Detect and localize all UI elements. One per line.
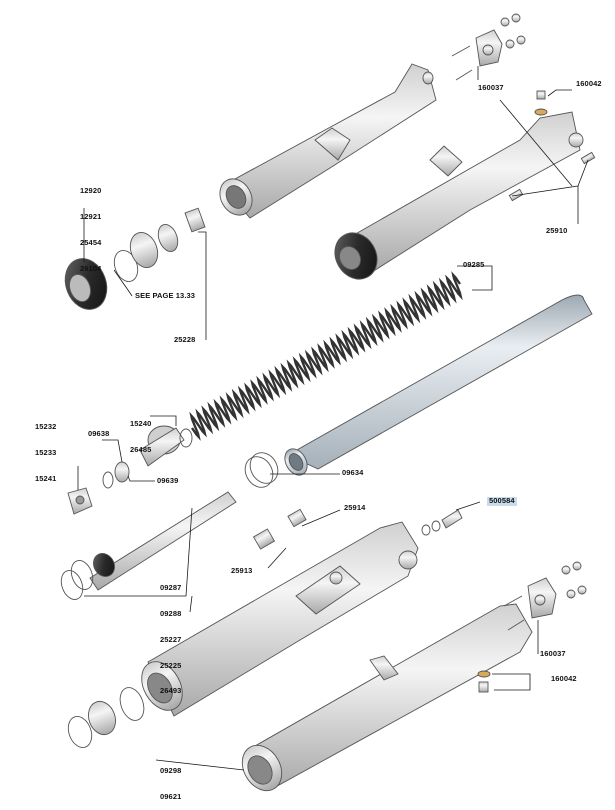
label-damper-group: 15240 26485 <box>130 419 152 454</box>
damper-rod <box>60 491 237 600</box>
fork-spring <box>189 271 463 441</box>
label-25910: 25910 <box>546 226 568 235</box>
label-lower-group: 09298 09621 <box>160 766 182 801</box>
label-09285: 09285 <box>463 260 485 269</box>
label-25228: 25228 <box>174 335 196 344</box>
label-see-page: SEE PAGE 13.33 <box>135 291 196 300</box>
label-rod-group: 09287 09288 25227 25225 26493 <box>160 583 182 696</box>
label-09638: 09638 <box>88 429 110 438</box>
label-25913: 25913 <box>231 566 253 575</box>
upper-right-slider <box>334 111 596 280</box>
upper-left-slider <box>219 63 437 219</box>
lower-nuts <box>561 561 587 599</box>
inner-tube <box>284 294 593 476</box>
leader-lines <box>77 66 589 771</box>
upper-clamp-top <box>451 29 503 81</box>
upper-nuts <box>500 13 526 49</box>
damper-parts <box>67 425 279 515</box>
label-160042-top: 160042 <box>576 79 602 88</box>
lower-screw-washer <box>421 509 491 693</box>
lower-right-slider <box>241 603 533 792</box>
label-09634: 09634 <box>342 468 364 477</box>
upper-screw-washer <box>534 90 548 116</box>
lower-seal-parts <box>67 687 145 748</box>
label-bolt-group: 15232 15233 15241 <box>35 422 57 483</box>
lower-clamp <box>503 577 557 631</box>
label-seal-group: 12920 12921 25454 26104 <box>80 186 102 273</box>
label-160037-top: 160037 <box>478 83 504 92</box>
label-09639: 09639 <box>157 476 179 485</box>
lower-left-slider <box>141 508 419 717</box>
label-500584: 500584 <box>487 496 517 506</box>
seal-group <box>64 207 206 310</box>
label-160037-bottom: 160037 <box>540 649 566 658</box>
label-25914: 25914 <box>344 503 366 512</box>
label-160042-bottom: 160042 <box>551 674 577 683</box>
